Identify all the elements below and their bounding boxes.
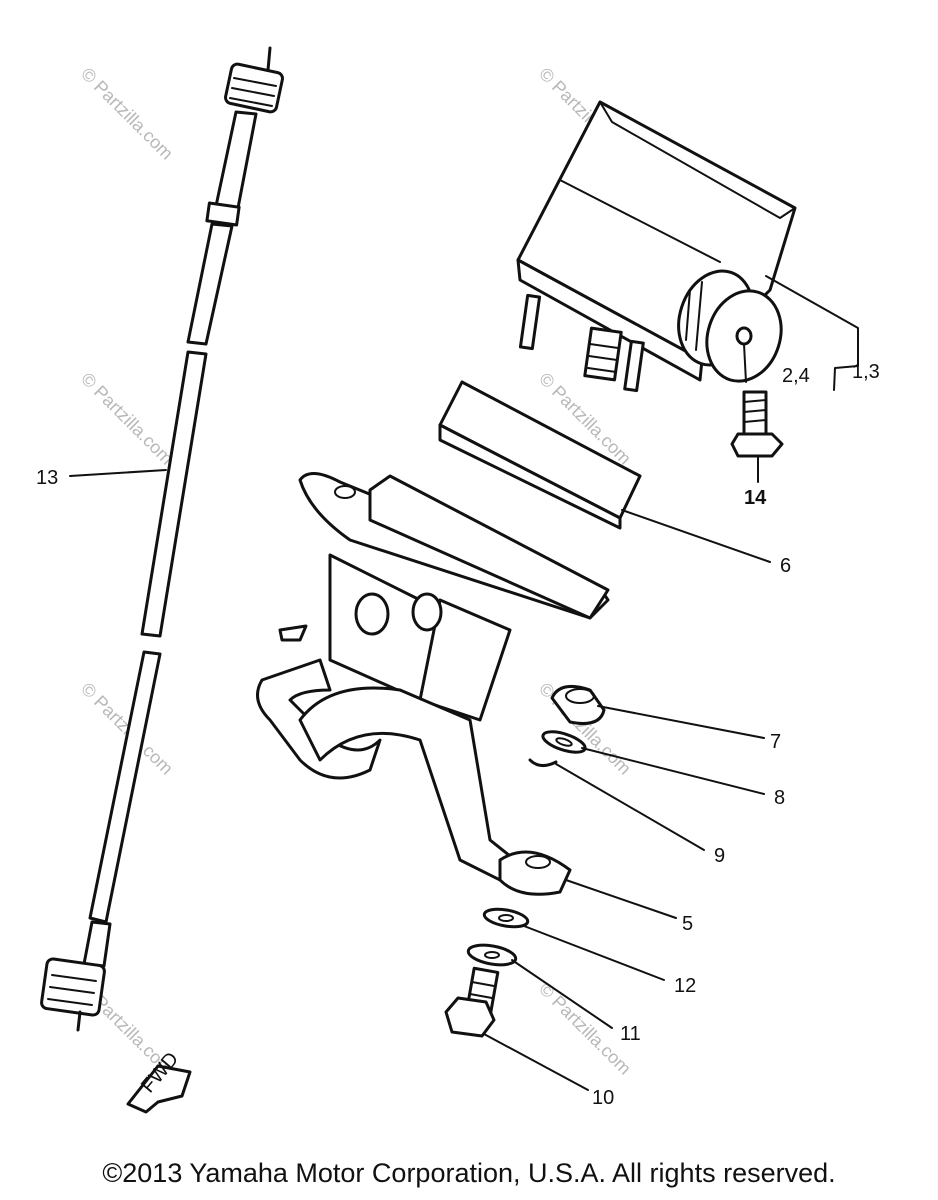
callout-2-4: 2,4 bbox=[782, 365, 810, 387]
callout-10: 10 bbox=[592, 1087, 614, 1109]
watermark-3: © Partzilla.com bbox=[77, 369, 177, 469]
callouts: 13 1,3 2,4 14 6 7 8 9 5 12 11 10 bbox=[36, 361, 880, 1109]
bulb-socket bbox=[730, 390, 784, 458]
callout-1-3: 1,3 bbox=[852, 361, 880, 383]
meter-bracket bbox=[256, 472, 610, 896]
leader-lines bbox=[69, 275, 859, 1091]
callout-5: 5 bbox=[682, 913, 693, 935]
callout-8: 8 bbox=[774, 787, 785, 809]
callout-14: 14 bbox=[744, 487, 767, 509]
speedometer-assembly bbox=[516, 100, 797, 393]
callout-11: 11 bbox=[620, 1023, 641, 1045]
callout-13: 13 bbox=[36, 467, 58, 489]
callout-7: 7 bbox=[770, 731, 781, 753]
watermark-1: © Partzilla.com bbox=[77, 64, 177, 164]
grommet-washer-clip bbox=[528, 684, 606, 767]
copyright-footer: ©2013 Yamaha Motor Corporation, U.S.A. A… bbox=[102, 1158, 836, 1188]
lower-fasteners bbox=[444, 907, 530, 1038]
callout-12: 12 bbox=[674, 975, 696, 997]
forward-arrow-icon: FWD bbox=[126, 1048, 192, 1114]
callout-6: 6 bbox=[780, 555, 791, 577]
callout-9: 9 bbox=[714, 845, 725, 867]
meter-damper bbox=[438, 380, 642, 530]
speedometer-cable bbox=[40, 46, 284, 1032]
